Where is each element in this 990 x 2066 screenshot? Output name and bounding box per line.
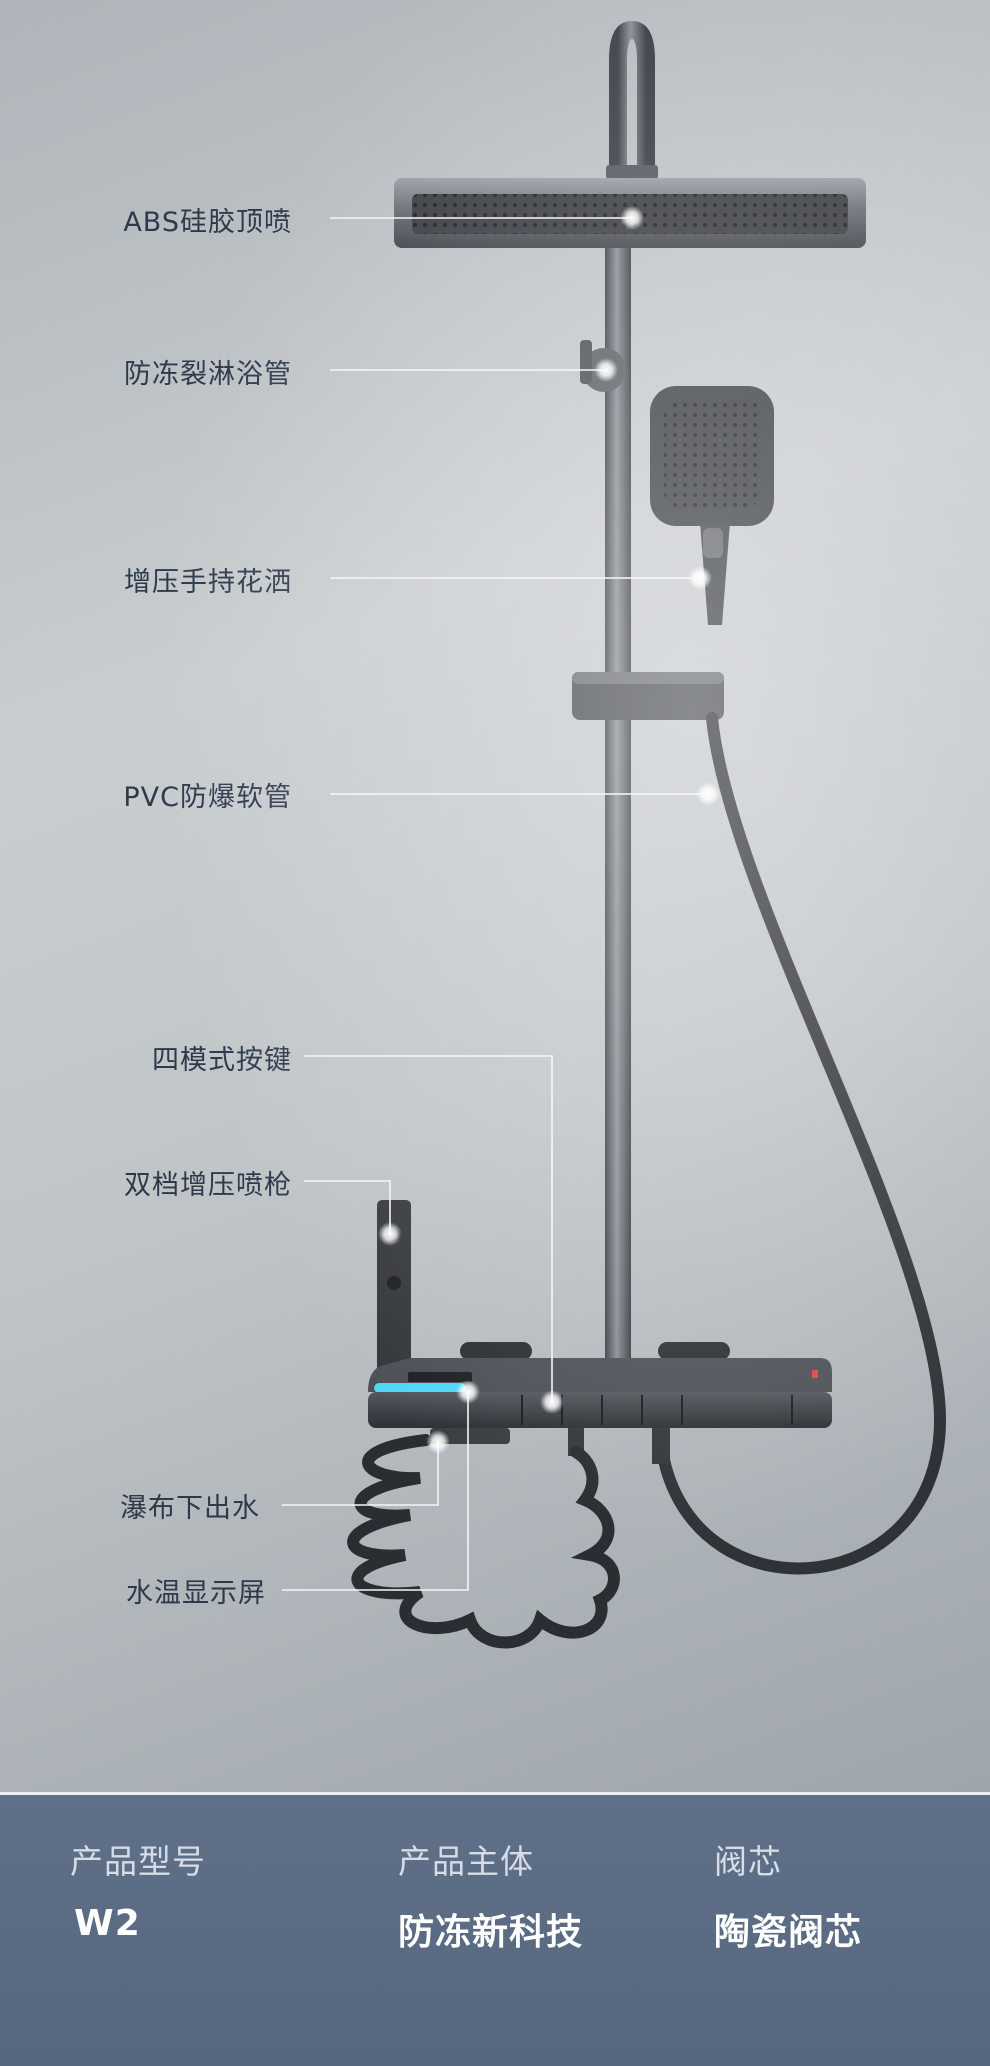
- callout-line-gun: [304, 1180, 391, 1234]
- label-pvc-hose: PVC防爆软管: [123, 782, 292, 813]
- arm-collar: [606, 165, 658, 179]
- spec-label-valve: 阀芯: [714, 1842, 782, 1881]
- control-panel-body: [368, 1392, 832, 1428]
- coiled-hose: [347, 1434, 620, 1649]
- label-pressurized-hand-shower: 增压手持花洒: [124, 567, 292, 598]
- callout-dot-hose: [696, 782, 720, 806]
- label-abs-top-spray: ABS硅胶顶喷: [123, 207, 292, 238]
- label-temperature-display: 水温显示屏: [126, 1578, 266, 1609]
- led-strip: [374, 1383, 466, 1393]
- callout-dot-gun: [378, 1222, 402, 1246]
- label-antifreeze-pipe: 防冻裂淋浴管: [124, 359, 292, 390]
- label-waterfall-outlet: 瀑布下出水: [120, 1493, 260, 1524]
- waterfall-outlet: [430, 1428, 510, 1444]
- label-dual-spray-gun: 双档增压喷枪: [124, 1170, 292, 1201]
- gooseneck-arm: [609, 20, 655, 170]
- spec-label-body: 产品主体: [398, 1842, 534, 1881]
- callout-dot-buttons: [540, 1390, 564, 1414]
- hand-shower-nozzles: [664, 398, 760, 508]
- spec-label-model: 产品型号: [70, 1842, 206, 1881]
- pvc-hose: [658, 712, 947, 1575]
- panel-handle-left: [460, 1342, 532, 1360]
- control-panel-top: [368, 1358, 832, 1392]
- spec-value-model: W2: [74, 1903, 141, 1944]
- callout-line-buttons: [304, 1055, 553, 1402]
- spec-panel: 产品型号 W2 产品主体 防冻新科技 阀芯 陶瓷阀芯: [0, 1795, 990, 2066]
- shower-system-illustration: [282, 20, 947, 1649]
- product-illustration-area: ABS硅胶顶喷 防冻裂淋浴管 增压手持花洒 PVC防爆软管 四模式按键 双档增压…: [0, 0, 990, 1792]
- outlet-pipe-right: [652, 1428, 670, 1464]
- spec-value-body: 防冻新科技: [398, 1912, 584, 1953]
- vertical-pipe: [605, 248, 631, 1368]
- bracket-arm: [580, 340, 592, 384]
- label-four-mode-buttons: 四模式按键: [152, 1045, 292, 1076]
- callout-dot-hand: [688, 566, 712, 590]
- callout-dot-display: [456, 1380, 480, 1404]
- hand-shower-button: [703, 528, 723, 558]
- panel-handle-right: [658, 1342, 730, 1360]
- spec-value-valve: 陶瓷阀芯: [714, 1912, 863, 1953]
- callout-dot-pipe: [594, 358, 618, 382]
- callout-line-waterfall: [282, 1442, 439, 1506]
- callout-line-display: [282, 1392, 469, 1591]
- callout-dot-waterfall: [426, 1430, 450, 1454]
- callout-dot-abs: [620, 206, 644, 230]
- temperature-display-screen: [408, 1372, 472, 1382]
- section-divider: [0, 1792, 990, 1795]
